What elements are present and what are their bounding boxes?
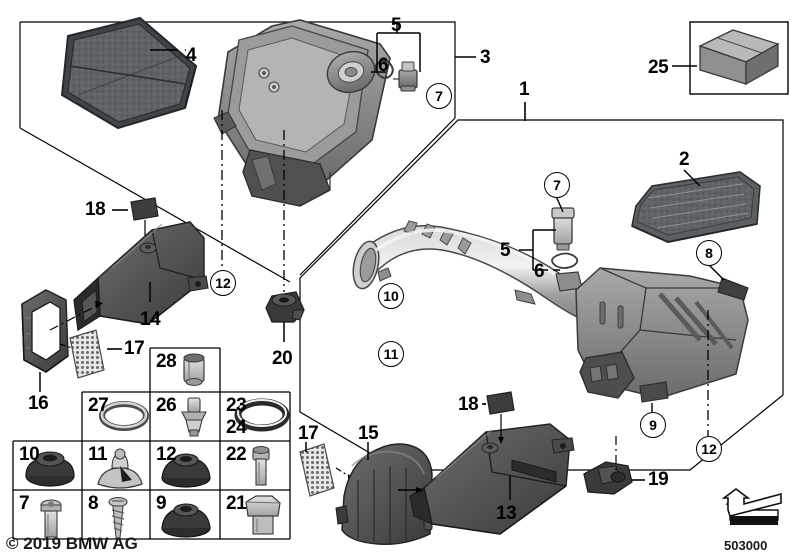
- hardware-grid-lines: [12, 347, 291, 540]
- callout-4: 4: [186, 45, 197, 66]
- callout-17-left: 17: [124, 338, 145, 359]
- callout-16: 16: [28, 393, 49, 414]
- part-air-cleaner-housing-right: [575, 267, 749, 403]
- grid-num-8: 8: [88, 493, 99, 514]
- grid-num-7: 7: [19, 493, 30, 514]
- icon-hex-socket-bolt: [252, 446, 270, 486]
- callout-20: 20: [272, 348, 293, 369]
- callout-25: 25: [648, 57, 669, 78]
- part-pad-right: [486, 391, 515, 415]
- part-pad-left: [130, 197, 159, 221]
- part-intake-silencer-housing: [213, 19, 391, 207]
- part-maf-sensor-mid: [551, 207, 579, 269]
- circled-callout-12-right: 12: [696, 436, 722, 462]
- grid-num-23: 23: [226, 395, 247, 416]
- callout-6-mid: 6: [534, 261, 545, 282]
- diagram-number: 503000: [724, 538, 768, 553]
- grid-num-28: 28: [156, 351, 177, 372]
- part-resonator-duct-right: [409, 423, 575, 535]
- part-bracket-foot: [583, 461, 633, 495]
- grid-num-12: 12: [156, 444, 177, 465]
- grid-num-21: 21: [226, 493, 247, 514]
- callout-18-right: 18: [458, 394, 479, 415]
- circled-callout-12-left: 12: [210, 270, 236, 296]
- part-air-filter-element-wedge: [631, 171, 761, 243]
- icon-sleeve-bushing: [183, 353, 205, 386]
- callout-19: 19: [648, 469, 669, 490]
- icon-rubber-mount: [25, 451, 75, 487]
- callout-5-mid: 5: [500, 240, 511, 261]
- icon-valve-nipple: [181, 397, 207, 437]
- part-rubber-grommet-mount: [265, 291, 305, 323]
- callout-bracket-5-top: [371, 24, 421, 73]
- callout-13: 13: [496, 503, 517, 524]
- callout-15: 15: [358, 423, 379, 444]
- hardware-icons: [25, 353, 290, 539]
- grid-num-24: 24: [226, 417, 247, 438]
- grid-num-26: 26: [156, 395, 177, 416]
- part-mesh-screen-right: [299, 443, 335, 497]
- grid-num-11: 11: [88, 444, 108, 465]
- group-box-1: [299, 119, 784, 471]
- part-parts-box: [698, 29, 780, 86]
- circled-callout-11: 11: [378, 341, 404, 367]
- grid-num-27: 27: [88, 395, 109, 416]
- callout-2: 2: [679, 149, 690, 170]
- callout-1: 1: [519, 79, 530, 100]
- part-air-filter-element-flat: [60, 16, 198, 130]
- part-resonator-body: [335, 443, 433, 546]
- grid-num-10: 10: [19, 444, 40, 465]
- part-resonator-duct-left: [73, 221, 209, 332]
- icon-rubber-bumper-12: [161, 453, 211, 488]
- callout-6-top: 6: [378, 55, 389, 76]
- icon-self-tapping-screw: [108, 496, 128, 539]
- callout-18-left: 18: [85, 199, 106, 220]
- circled-callout-10: 10: [378, 283, 404, 309]
- icon-o-ring: [234, 398, 290, 432]
- icon-torx-bolt: [40, 499, 62, 538]
- circled-callout-7-top: 7: [426, 83, 452, 109]
- icon-rubber-bumper-9: [161, 503, 211, 538]
- icon-grommet-stud: [97, 448, 143, 489]
- circled-callout-7-mid: 7: [544, 172, 570, 198]
- icon-hex-plug: [245, 495, 281, 535]
- grid-num-9: 9: [156, 493, 167, 514]
- callout-14: 14: [140, 309, 161, 330]
- part-intake-snorkel-left: [21, 289, 69, 373]
- icon-gasket-ring: [99, 401, 149, 431]
- circled-callout-9: 9: [640, 412, 666, 438]
- copyright-notice: © 2019 BMW AG: [6, 534, 138, 553]
- group-box-25: [689, 21, 789, 95]
- callout-17-right: 17: [298, 423, 319, 444]
- part-maf-sensor-top: [374, 59, 418, 92]
- part-mesh-screen-left: [69, 329, 105, 379]
- callout-5-top: 5: [391, 15, 402, 36]
- arrow-icon: [721, 488, 782, 525]
- callout-bracket-5-mid: [519, 229, 560, 271]
- circled-callout-8: 8: [696, 240, 722, 266]
- grid-num-22: 22: [226, 444, 247, 465]
- callout-3: 3: [480, 47, 491, 68]
